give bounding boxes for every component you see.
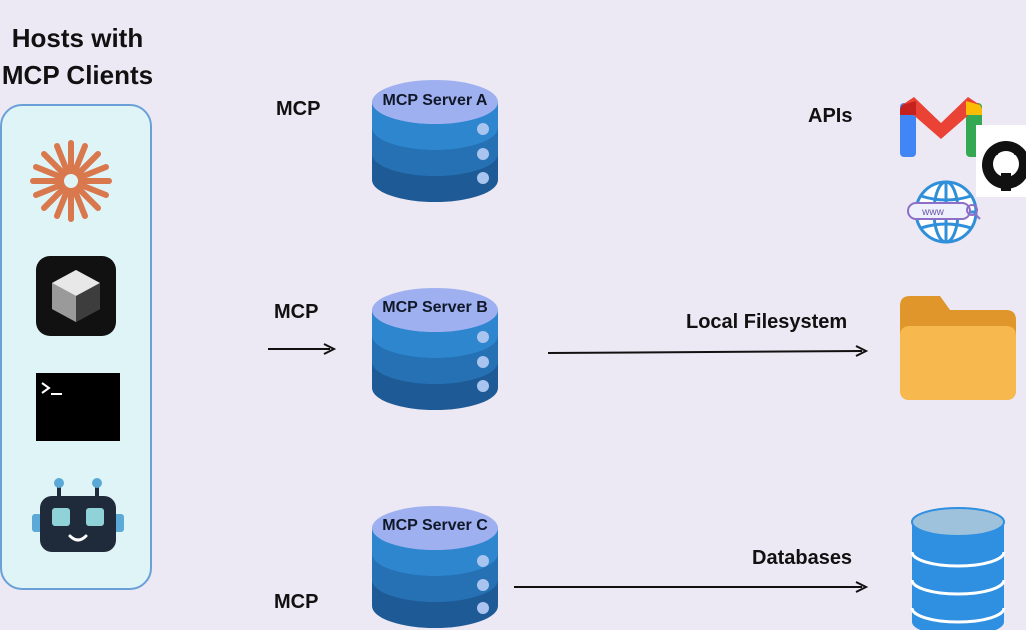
- server-a-label: MCP Server A: [382, 92, 488, 109]
- mcp-label-a: MCP: [276, 98, 321, 120]
- server-b-label: MCP Server B: [382, 299, 488, 316]
- sunburst-logo-icon[interactable]: [28, 138, 114, 224]
- server-c-label: MCP Server C: [382, 517, 488, 534]
- cube-logo-icon[interactable]: [36, 256, 116, 336]
- databases-label: Databases: [752, 547, 853, 569]
- database-icon[interactable]: [910, 507, 1006, 630]
- terminal-icon[interactable]: [36, 373, 120, 441]
- server-a-icon[interactable]: [372, 80, 498, 202]
- apis-label: APIs: [808, 105, 853, 127]
- arrow-server-c-to-databases: [514, 581, 869, 593]
- arrow-server-b-to-filesystem: [547, 345, 869, 357]
- arrow-host-to-server-b: [268, 343, 337, 355]
- www-text: www: [921, 207, 944, 218]
- server-c-icon[interactable]: [372, 506, 498, 628]
- mcp-label-b: MCP: [274, 301, 319, 323]
- local-filesystem-label: Local Filesystem: [686, 311, 848, 333]
- robot-icon[interactable]: [32, 476, 124, 556]
- mcp-label-c: MCP: [274, 591, 319, 613]
- server-b-icon[interactable]: [372, 288, 498, 410]
- hosts-title-line1: Hosts with: [11, 23, 144, 53]
- hosts-title-line2: MCP Clients: [1, 60, 154, 90]
- hosts-title: Hosts with MCP Clients: [0, 20, 155, 94]
- globe-www-icon[interactable]: www: [906, 178, 984, 246]
- github-icon[interactable]: [976, 125, 1026, 197]
- gmail-icon[interactable]: [900, 95, 982, 157]
- folder-icon[interactable]: [900, 296, 1016, 400]
